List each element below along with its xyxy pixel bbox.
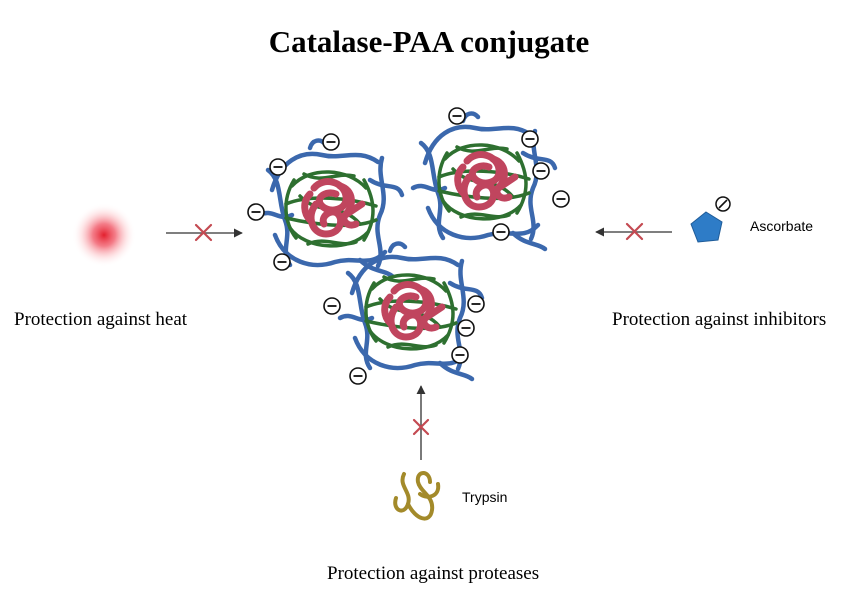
negative-charge-icon [273, 253, 291, 271]
caption-inhibitors: Protection against inhibitors [612, 309, 827, 330]
negative-charge-icon [349, 367, 367, 385]
negative-charge-icon [322, 133, 340, 151]
negative-charge-icon [451, 346, 469, 364]
ascorbate-pentagon-icon [690, 211, 723, 243]
diagram-title: Catalase-PAA conjugate [268, 24, 590, 59]
label-trypsin: Trypsin [462, 489, 508, 505]
negative-charge-icons [247, 107, 570, 385]
heat-blocked-x-icon [194, 223, 213, 242]
negative-charge-icon [448, 107, 466, 125]
heat-glow-icon [72, 203, 136, 267]
negative-charge-icon [269, 158, 287, 176]
negative-charge-icon [467, 295, 485, 313]
trypsin-coil-icon [393, 471, 441, 521]
negative-charge-icon [521, 130, 539, 148]
negative-charge-icon [323, 297, 341, 315]
caption-heat: Protection against heat [14, 309, 188, 330]
negative-charge-icon [552, 190, 570, 208]
inhibitor-blocked-x-icon [625, 222, 644, 241]
negative-charge-icon [457, 319, 475, 337]
caption-proteases: Protection against proteases [327, 563, 540, 584]
negative-charge-icon [492, 223, 510, 241]
protease-blocked-x-icon [412, 418, 430, 436]
ascorbate-charge-icon [715, 196, 731, 212]
negative-charge-icon [532, 162, 550, 180]
label-ascorbate: Ascorbate [750, 218, 814, 234]
negative-charge-icon [247, 203, 265, 221]
